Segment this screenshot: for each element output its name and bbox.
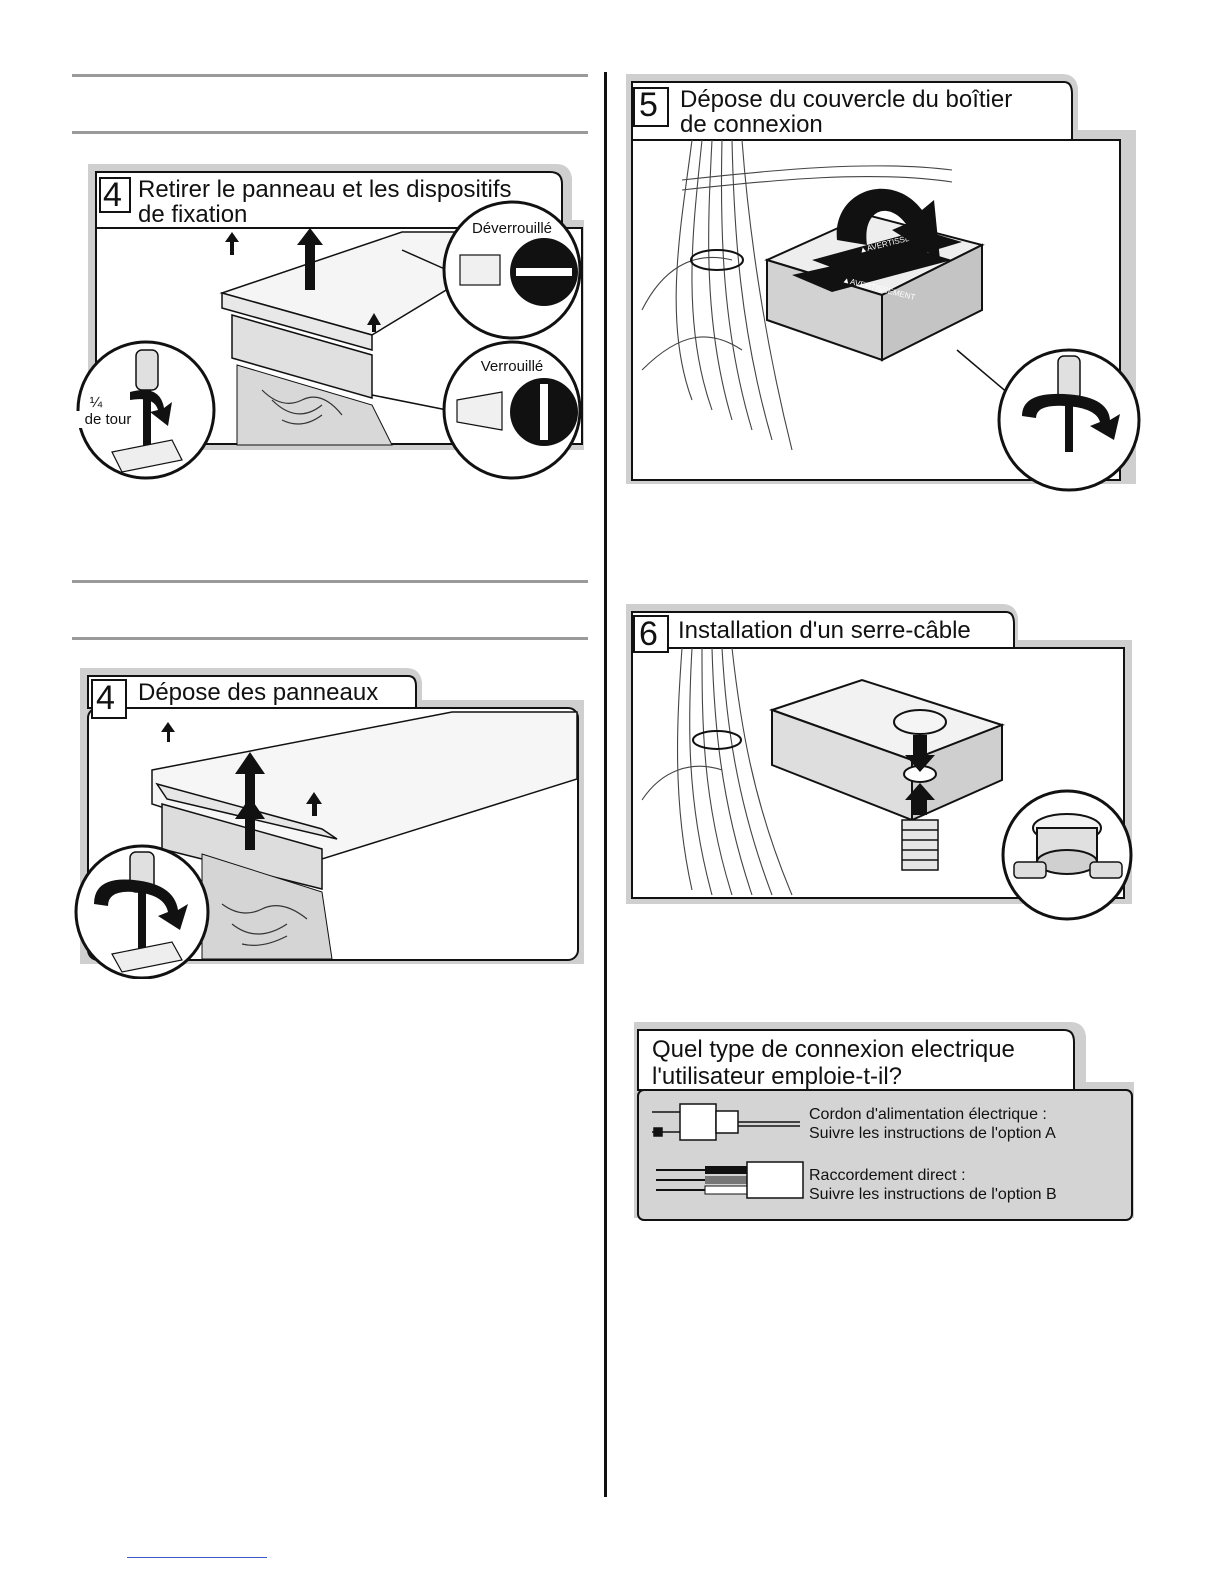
section-rule-top-2 [72, 131, 588, 134]
section-rule-mid-2 [72, 637, 588, 640]
section-rule-mid-1 [72, 580, 588, 583]
connection-question-line1: Quel type de connexion electrique [652, 1036, 1015, 1063]
figure-d-illustration [626, 604, 1133, 921]
figure-c-illustration: ▲AVERTISSEMENT ▲AVERTISSEMENT [626, 74, 1141, 492]
step-title-line1: Dépose du couvercle du boîtier [680, 86, 1013, 113]
rotate-arrow-icon [94, 879, 188, 930]
curved-arrow-icon [836, 188, 940, 260]
step-number: 6 [639, 615, 658, 653]
arrow-down-icon [905, 735, 935, 772]
step-title: Dépose des panneaux [138, 679, 379, 706]
junction-box-icon [764, 213, 985, 362]
direct-wire-icon [656, 1161, 804, 1199]
rotate-arrow-icon [1022, 393, 1120, 440]
power-plug-icon [652, 1103, 800, 1141]
step-title: Installation d'un serre-câble [678, 617, 971, 644]
column-divider [604, 72, 607, 1497]
step-number: 4 [103, 176, 122, 214]
step-title-line2: de fixation [138, 201, 248, 228]
rotate-arrow-icon [130, 390, 172, 426]
step-number: 4 [96, 679, 115, 717]
strain-relief-icon [893, 709, 947, 735]
screwdriver-icon [135, 349, 159, 391]
figure-junction-box-cover: ▲AVERTISSEMENT ▲AVERTISSEMENT 5 Dépose d… [622, 70, 1142, 495]
option-a-line2: Suivre les instructions de l'option A [809, 1125, 1056, 1142]
arrow-up-icon [297, 228, 323, 290]
quarter-turn-text: de tour [76, 411, 140, 428]
figure-b-illustration [74, 668, 584, 979]
footer-link-underline [127, 1557, 267, 1558]
figure-strain-relief-install: 6 Installation d'un serre-câble [622, 600, 1142, 922]
connection-type-box: Quel type de connexion electrique l'util… [630, 1018, 1140, 1224]
connection-box-frame [634, 1022, 1134, 1221]
screwdriver-icon [1057, 355, 1081, 401]
arrow-up-icon [235, 752, 265, 809]
figure-panel-removal: 4 Dépose des panneaux [72, 664, 587, 979]
step-title-line2: de connexion [680, 111, 823, 138]
step-title-line1: Retirer le panneau et les dispositifs [138, 176, 512, 203]
figure-a-illustration [76, 164, 584, 480]
option-a-line1: Cordon d'alimentation électrique : [809, 1106, 1047, 1123]
connection-question-line2: l'utilisateur emploie-t-il? [652, 1063, 903, 1090]
option-b-line1: Raccordement direct : [809, 1167, 966, 1184]
quarter-turn-fraction: ¼ [89, 394, 103, 411]
step-number: 5 [639, 86, 658, 124]
option-b-line2: Suivre les instructions de l'option B [809, 1186, 1057, 1203]
arrow-up-icon [905, 783, 935, 815]
figure-remove-panel-fasteners: 4 Retirer le panneau et les dispositifs … [72, 160, 592, 490]
callout-label-unlocked: Déverrouillé [471, 220, 553, 237]
callout-label-locked: Verrouillé [480, 358, 544, 375]
section-rule-top-1 [72, 74, 588, 77]
